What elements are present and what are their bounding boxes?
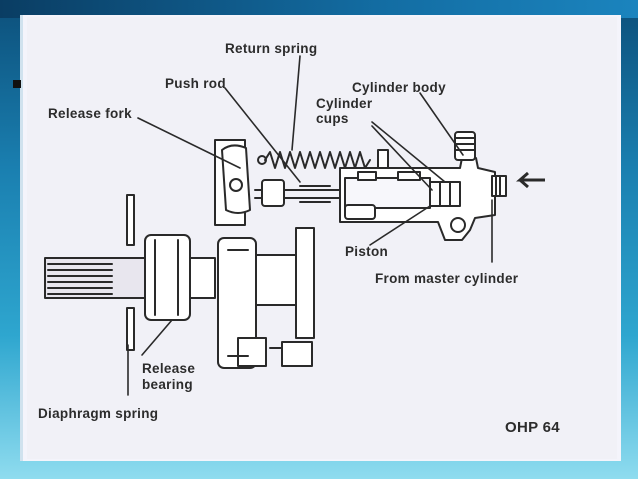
label-piston: Piston: [345, 244, 388, 259]
release-bearing: [144, 234, 216, 321]
slide-canvas: [27, 17, 617, 459]
top-band: [0, 0, 638, 18]
label-return-spring: Return spring: [225, 41, 317, 56]
spring-eye-left: [257, 155, 267, 165]
label-from-master-cylinder: From master cylinder: [375, 271, 519, 286]
label-cylinder-cups-line2: cups: [316, 111, 349, 126]
label-cylinder-body: Cylinder body: [352, 80, 446, 95]
bullet-marker: [13, 80, 21, 88]
leader-lines: [127, 55, 493, 396]
label-diaphragm-spring: Diaphragm spring: [38, 406, 158, 421]
push-rod: [254, 179, 346, 207]
label-release-bearing-line2: bearing: [142, 377, 193, 392]
release-fork: [221, 144, 251, 214]
spring-anchor-right: [377, 149, 389, 169]
label-release-fork: Release fork: [48, 106, 132, 121]
label-push-rod: Push rod: [165, 76, 226, 91]
label-cylinder-cups-line1: Cylinder: [316, 96, 373, 111]
diaphragm-spring-upper: [126, 194, 135, 246]
input-shaft: [44, 257, 156, 299]
label-release-bearing-line1: Release: [142, 361, 195, 376]
diaphragm-spring-lower: [126, 307, 135, 351]
bleed-nipple: [454, 131, 476, 161]
slide-frame: [20, 15, 621, 461]
cylinder-body: [339, 157, 496, 241]
fluid-inlet-arrow: [516, 171, 545, 189]
return-spring: [264, 151, 371, 169]
slide-code: OHP 64: [505, 419, 560, 436]
inlet-fitting: [491, 175, 507, 197]
